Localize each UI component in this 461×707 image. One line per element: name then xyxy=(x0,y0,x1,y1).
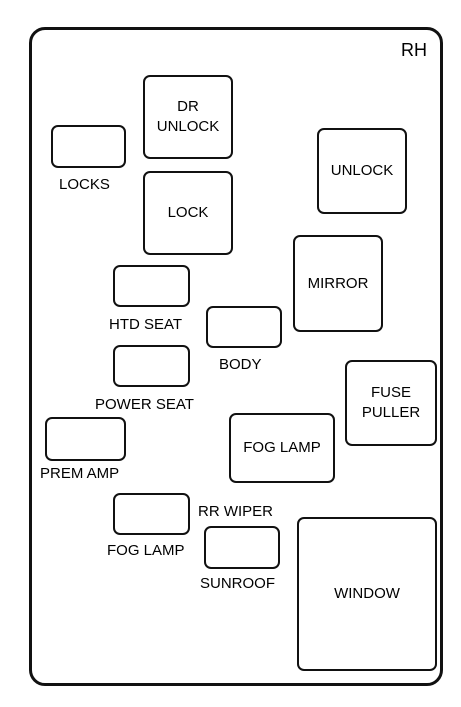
unlock-label: UNLOCK xyxy=(330,162,394,179)
fuse-puller-label: FUSE PULLER xyxy=(361,384,421,421)
rr-wiper-label: RR WIPER xyxy=(198,503,273,520)
dr-unlock-label: DR UNLOCK xyxy=(156,98,220,135)
body-fuse-box xyxy=(206,306,282,348)
htd-seat-label: HTD SEAT xyxy=(109,316,183,333)
window-label: WINDOW xyxy=(334,585,400,602)
power-seat-label: POWER SEAT xyxy=(95,396,194,413)
power-seat-fuse-box xyxy=(113,345,190,387)
body-label: BODY xyxy=(219,356,262,373)
fog-lamp-relay-box: FOG LAMP xyxy=(229,413,335,483)
fog-lamp-fuse-box xyxy=(113,493,190,535)
mirror-box: MIRROR xyxy=(293,235,383,332)
prem-amp-label: PREM AMP xyxy=(40,465,120,482)
prem-amp-fuse-box xyxy=(45,417,126,461)
fuse-block-panel xyxy=(29,27,443,686)
sunroof-label: SUNROOF xyxy=(200,575,275,592)
htd-seat-fuse-box xyxy=(113,265,190,307)
dr-unlock-box: DR UNLOCK xyxy=(143,75,233,159)
mirror-label: MIRROR xyxy=(307,274,369,292)
side-label: RH xyxy=(401,40,427,60)
fog-lamp-fuse-label: FOG LAMP xyxy=(107,542,185,559)
lock-box: LOCK xyxy=(143,171,233,255)
window-box: WINDOW xyxy=(297,517,437,671)
fog-lamp-relay-label: FOG LAMP xyxy=(243,439,321,456)
locks-fuse-box xyxy=(51,125,126,168)
lock-label: LOCK xyxy=(167,204,209,221)
locks-label: LOCKS xyxy=(59,176,110,193)
sunroof-fuse-box xyxy=(204,526,280,569)
fuse-puller-box: FUSE PULLER xyxy=(345,360,437,446)
unlock-box: UNLOCK xyxy=(317,128,407,214)
